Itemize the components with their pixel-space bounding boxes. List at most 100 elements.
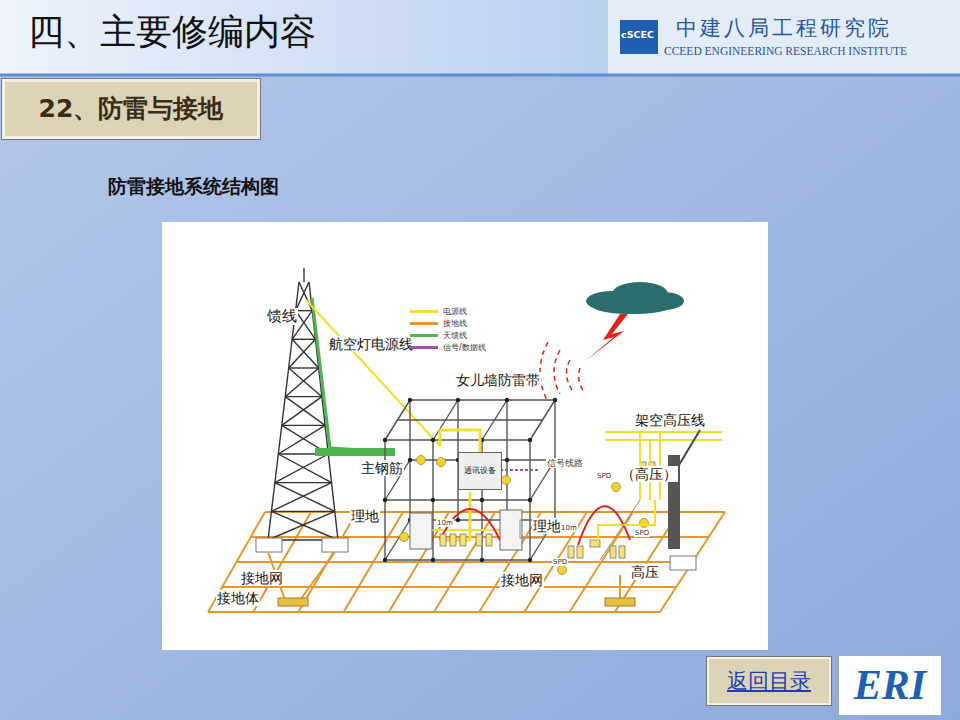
label-text: 高压 xyxy=(630,564,660,580)
ground-grid-line xyxy=(222,586,676,588)
back-button: 返回目录 xyxy=(707,657,831,705)
label-text: SPD xyxy=(634,529,650,537)
art-stroke xyxy=(315,448,395,456)
thundercloud xyxy=(586,282,684,314)
legend-row: 接地线 xyxy=(410,318,467,329)
art-stroke xyxy=(554,350,560,394)
logo-panel xyxy=(608,0,960,75)
art-stroke xyxy=(440,534,446,546)
slide-title: 四、主要修编内容 xyxy=(28,12,316,53)
art-stroke xyxy=(476,534,482,546)
header-band xyxy=(0,0,610,75)
art-stroke xyxy=(610,546,616,558)
eri-logo: ERI xyxy=(838,655,942,716)
art-stroke xyxy=(432,529,500,531)
legend-text: 接地线 xyxy=(443,318,467,329)
rebar-joint xyxy=(553,398,557,402)
art-stroke xyxy=(437,458,446,467)
legend-swatch xyxy=(410,334,438,337)
legend-swatch xyxy=(410,322,438,325)
tower-member xyxy=(278,454,331,483)
label-text: 接地体 xyxy=(216,590,260,606)
label-text: 中建八局工程研究院 xyxy=(676,16,892,40)
art-stroke xyxy=(460,534,466,546)
label-text: 理地 xyxy=(532,518,562,534)
art-stroke xyxy=(605,431,722,433)
label-text: 10m xyxy=(560,524,578,532)
art-stroke xyxy=(486,534,492,546)
tower-member xyxy=(275,482,332,483)
label-text: 女儿墙防雷带 xyxy=(455,372,541,388)
ground-grid-line xyxy=(237,561,693,563)
art-stroke xyxy=(300,552,335,600)
art-stroke xyxy=(450,534,456,546)
rebar-joint xyxy=(528,498,532,502)
art-stroke xyxy=(540,342,548,402)
feeder-lines xyxy=(306,298,440,456)
figure-caption: 防雷接地系统结构图 xyxy=(108,176,279,198)
label-text: 接地网 xyxy=(240,570,284,586)
equipment-box: 通讯设备 xyxy=(458,452,502,490)
ground-grid-line xyxy=(208,611,660,613)
tower-member xyxy=(282,425,325,426)
callout-dots xyxy=(400,456,649,575)
label-text: 理地 xyxy=(350,508,380,524)
tower-member xyxy=(289,368,322,397)
tower-member xyxy=(296,282,309,311)
art-stroke xyxy=(502,476,511,485)
high-voltage-pole xyxy=(598,430,722,570)
art-stroke xyxy=(619,575,621,598)
tower-member xyxy=(292,339,315,340)
art-stroke xyxy=(500,469,540,471)
tower-member xyxy=(303,268,304,282)
rebar-joint xyxy=(480,498,484,502)
rebar-joint xyxy=(383,558,387,562)
rebar-joint xyxy=(456,398,460,402)
legend-text: 电源线 xyxy=(443,306,467,317)
rebar-line xyxy=(385,520,410,560)
art-stroke xyxy=(577,546,583,558)
rebar-joint xyxy=(456,518,460,522)
rebar-line xyxy=(397,419,542,420)
art-stroke xyxy=(598,500,655,546)
rebar-joint xyxy=(480,558,484,562)
legend-text: 天馈线 xyxy=(443,330,467,341)
rebar-joint xyxy=(528,558,532,562)
cscec-logo xyxy=(620,20,658,54)
rebar-joint xyxy=(528,438,532,442)
art-stroke xyxy=(256,538,282,552)
art-stroke xyxy=(592,298,672,314)
art-stroke xyxy=(568,546,574,558)
legend-swatch xyxy=(410,346,438,349)
art-stroke xyxy=(417,456,426,465)
strike-waves xyxy=(540,342,584,402)
lightning-bolt xyxy=(584,314,628,362)
rebar-joint xyxy=(383,498,387,502)
cabinets xyxy=(410,510,544,550)
art-stroke xyxy=(400,533,409,542)
label-text: 信号线路 xyxy=(546,458,584,468)
tower-member xyxy=(282,397,322,426)
tower-member xyxy=(285,396,322,397)
rebar-joint xyxy=(431,498,435,502)
art-stroke xyxy=(640,519,649,528)
label-text: （高压） xyxy=(620,466,678,482)
tower-member xyxy=(289,339,316,368)
rebar-line xyxy=(410,399,555,400)
node-text: 通讯设备 xyxy=(464,466,496,475)
building-frame xyxy=(383,398,557,562)
label-text: 航空灯电源线 xyxy=(328,336,414,352)
tower-member xyxy=(296,310,313,311)
ground-electrodes xyxy=(268,552,635,606)
legend-row: 电源线 xyxy=(410,306,467,317)
label-text: SPD xyxy=(596,472,612,480)
label-text: 10m xyxy=(436,519,454,527)
rebar-joint xyxy=(505,458,509,462)
art-stroke xyxy=(566,360,572,390)
art-stroke xyxy=(605,598,635,606)
tower-member xyxy=(299,282,312,311)
node-text: ERI xyxy=(854,661,926,709)
art-stroke xyxy=(410,513,432,549)
